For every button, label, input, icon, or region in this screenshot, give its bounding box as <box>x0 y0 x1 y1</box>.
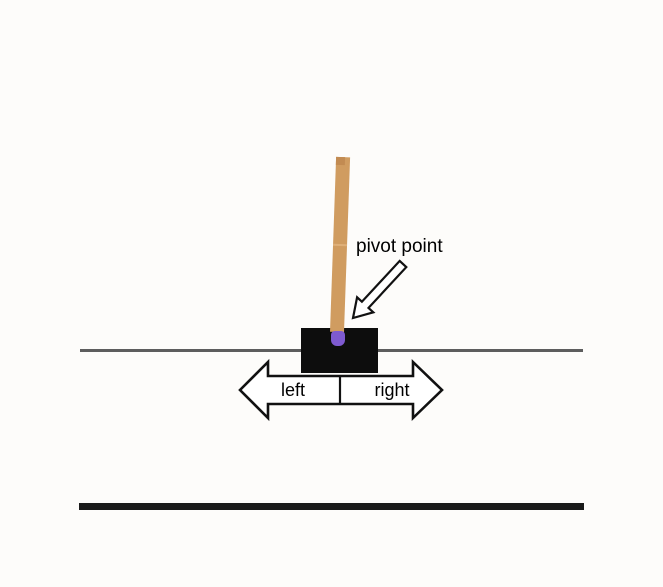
right-direction-label: right <box>374 380 410 400</box>
ground-line <box>79 503 584 510</box>
pivot-point-label: pivot point <box>356 236 443 257</box>
pivot-annotation-arrow-icon <box>351 259 408 320</box>
left-direction-label: left <box>280 380 306 400</box>
pivot-point-dot <box>331 331 345 346</box>
